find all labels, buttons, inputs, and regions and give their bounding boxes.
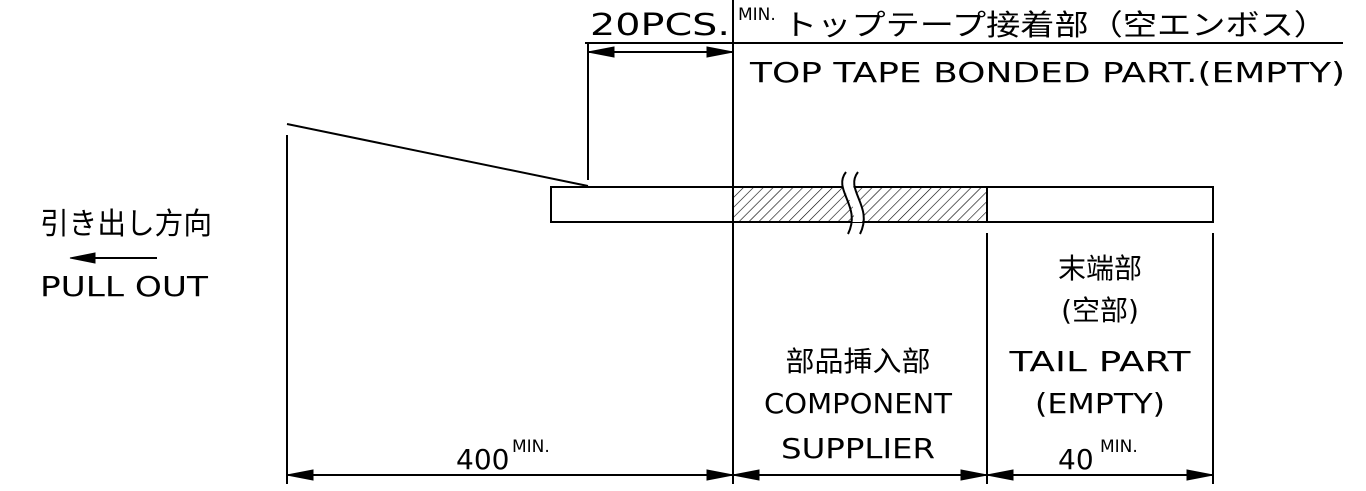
top-tape-jp-label: トップテープ接着部（空エンボス） (783, 8, 1328, 42)
component-dim-arrow-right (960, 469, 988, 481)
tail-part-jp-sub-label: (空部) (1061, 294, 1139, 327)
pcs-value-label: 20PCS. (590, 8, 730, 43)
tape-leader-section (550, 186, 734, 223)
tape-tail-section (986, 186, 1214, 223)
pcs-arrow-left (587, 46, 615, 58)
tail-part-en-label: TAIL PART (1008, 345, 1192, 378)
tail-length-min-superscript: MIN. (1100, 437, 1138, 457)
tail-dim-arrow-right (1186, 469, 1214, 481)
leader-length-value: 400 (456, 443, 509, 476)
pull-out-en-label: PULL OUT (40, 270, 209, 303)
top-tape-en-label: TOP TAPE BONDED PART.(EMPTY) (749, 56, 1345, 89)
leader-length-min-superscript: MIN. (512, 437, 550, 457)
tape-break-mark-right (853, 171, 865, 235)
pcs-arrow-right (706, 46, 734, 58)
pull-direction-jp-label: 引き出し方向 (40, 207, 212, 242)
pull-direction-arrow-head (69, 252, 96, 264)
component-label: COMPONENT (764, 387, 953, 420)
supplier-label: SUPPLIER (781, 432, 935, 465)
tape-break-gap (842, 175, 865, 222)
tail-part-en-sub-label: (EMPTY) (1035, 387, 1165, 420)
component-dim-arrow-left (732, 469, 760, 481)
leader-dim-arrow-left (286, 469, 314, 481)
tail-part-jp-label: 末端部 (1058, 252, 1142, 285)
leader-tape-line (286, 123, 589, 187)
pcs-min-superscript: MIN. (738, 5, 776, 25)
leader-dim-arrow-right (706, 469, 734, 481)
tail-length-value: 40 (1058, 443, 1094, 476)
tape-break-mark-left (841, 171, 853, 235)
tail-dim-arrow-left (986, 469, 1014, 481)
component-supplier-jp-label: 部品挿入部 (786, 345, 931, 378)
